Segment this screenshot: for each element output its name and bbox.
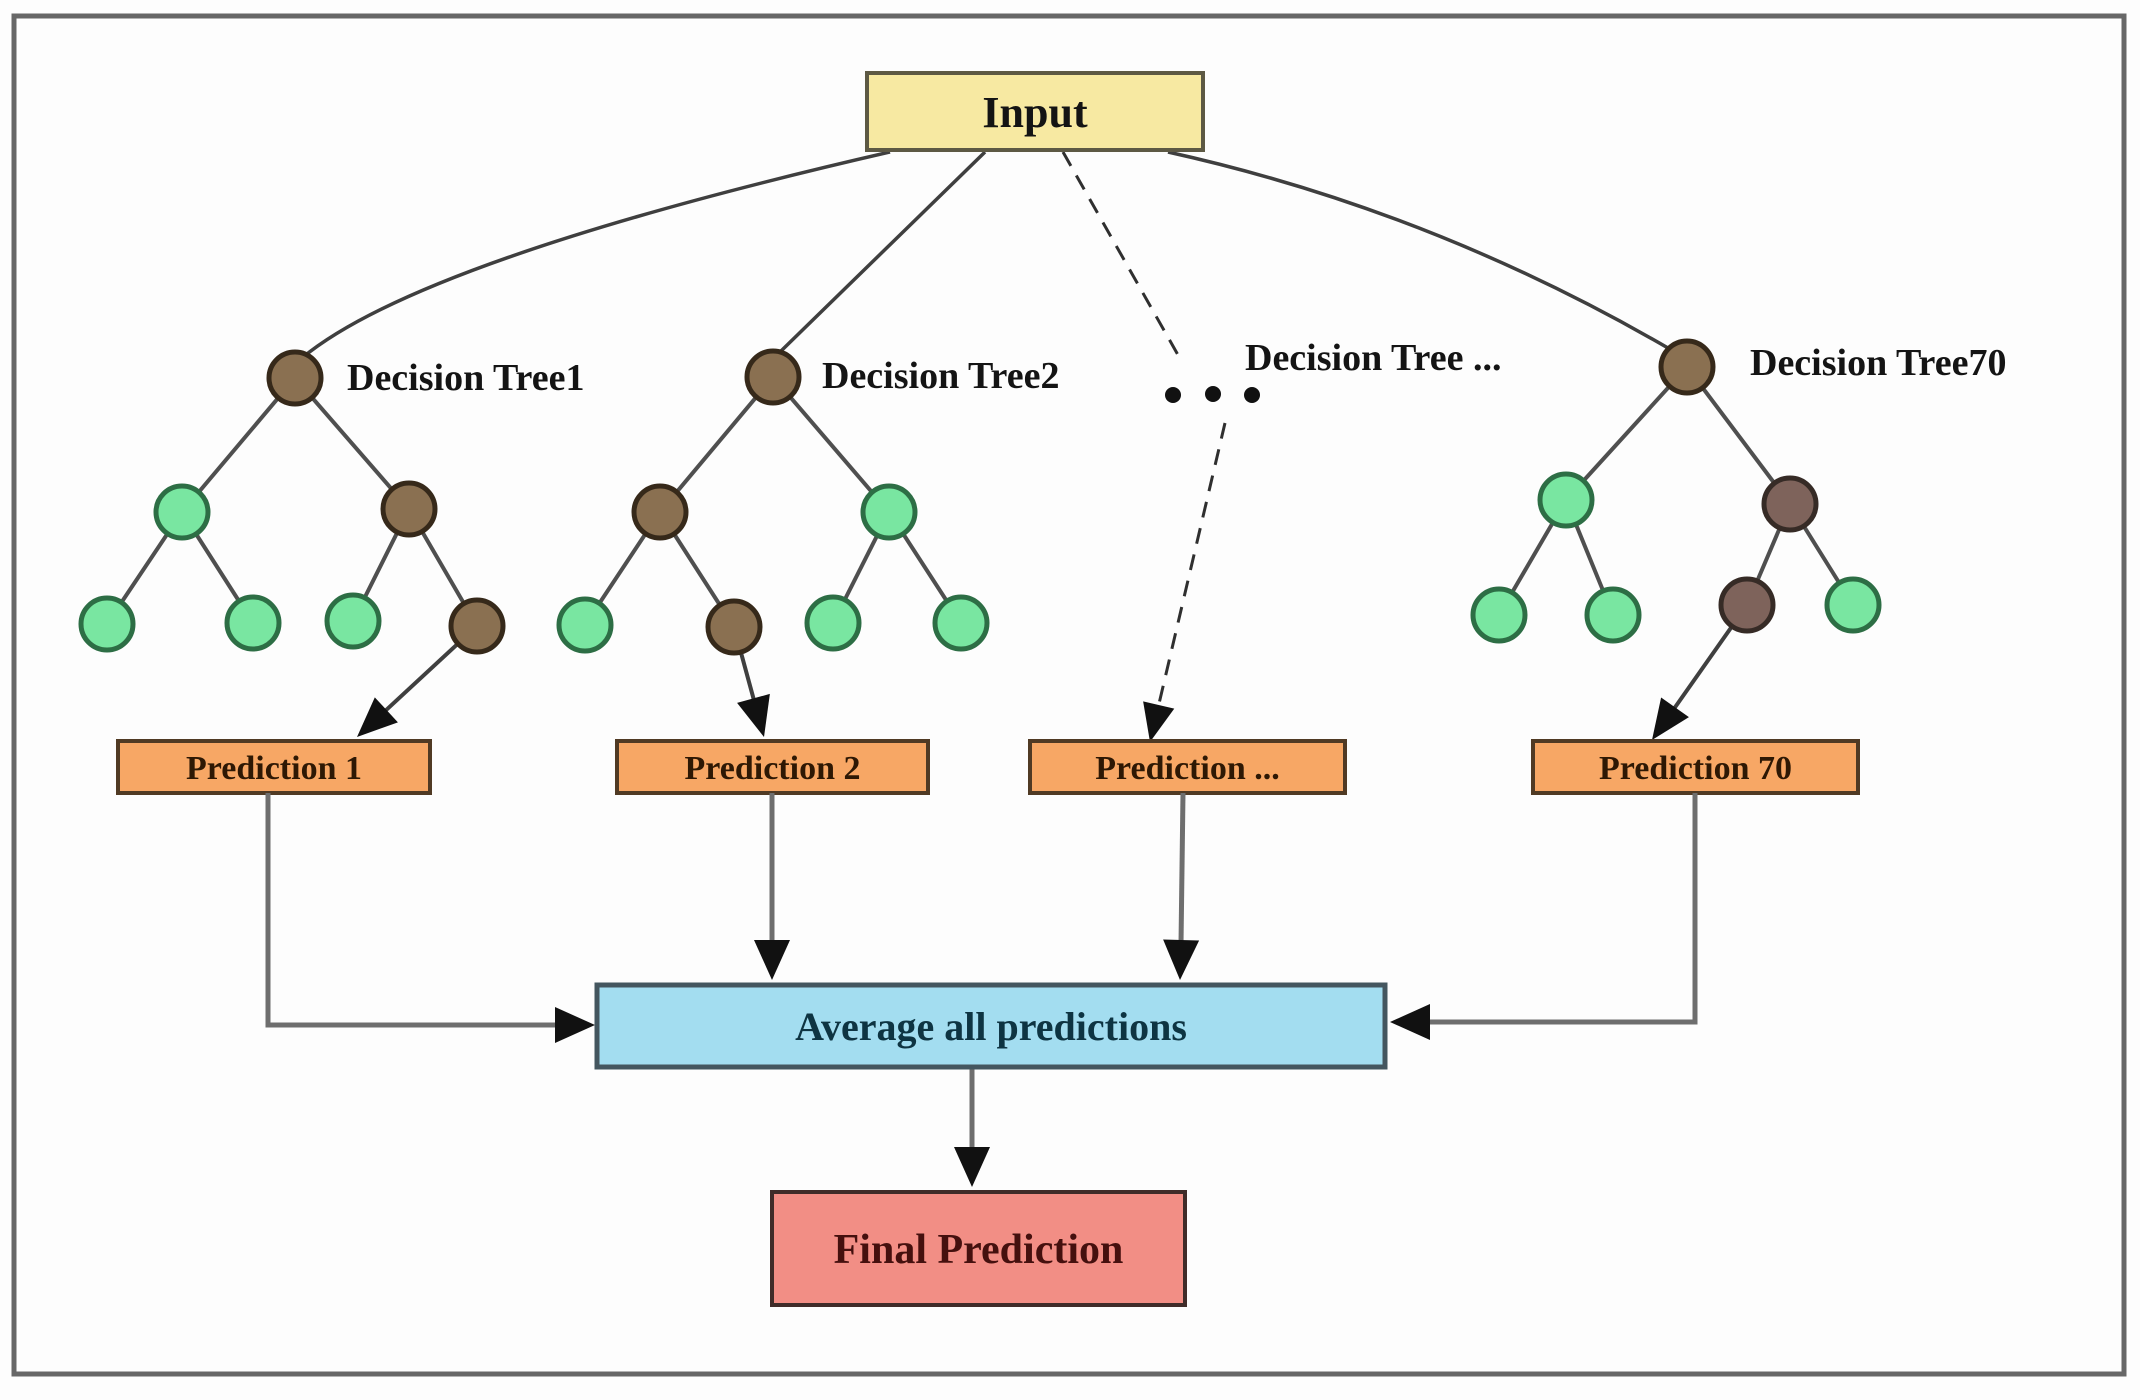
input-box	[865, 71, 1205, 152]
prediction-box-1	[116, 739, 432, 795]
connector-prediction1-to-average	[265, 793, 559, 1028]
tree-2-node-5-green	[804, 594, 862, 652]
connector-average-to-final-arrowhead-icon	[954, 1147, 990, 1187]
tree-70-node-5-taupe	[1718, 576, 1776, 634]
tree-1-node-2-brown	[380, 480, 438, 538]
tree-70-node-2-taupe	[1761, 475, 1819, 533]
tree-1-arrowhead-icon	[357, 697, 398, 737]
tree-2-label: Decision Tree2	[822, 355, 1059, 397]
tree-70-node-3-green	[1470, 586, 1528, 644]
ellipsis-dot-2	[1205, 386, 1221, 402]
tree-70-edge	[1564, 365, 1689, 502]
prediction-label-2: Prediction 2	[685, 750, 861, 787]
dashed-edge-input-to-ellipsis	[1061, 151, 1184, 363]
tree-1-edge	[180, 376, 297, 514]
tree-70-label: Decision Tree70	[1750, 342, 2006, 384]
tree-ellipsis-label: Decision Tree ...	[1245, 337, 1501, 379]
tree-1-node-4-green	[224, 594, 282, 652]
tree-70-arrowhead-icon	[1652, 697, 1689, 740]
tree-2-edge	[771, 375, 891, 514]
tree-2-node-1-brown	[631, 483, 689, 541]
prediction-box-4	[1531, 739, 1860, 795]
prediction-box-2	[615, 739, 930, 795]
prediction-label-1: Prediction 1	[186, 750, 362, 787]
final-label: Final Prediction	[834, 1227, 1124, 1273]
ellipsis-dot-3	[1244, 387, 1260, 403]
tree-1-edge	[293, 376, 411, 511]
connector-prediction70-to-average	[1426, 793, 1698, 1025]
tree-2-node-4-brown	[705, 598, 763, 656]
tree-1-label: Decision Tree1	[347, 357, 584, 399]
edge-input-to-tree70	[1167, 150, 1669, 350]
ellipsis-dot-1	[1165, 387, 1181, 403]
tree-2-node-6-green	[932, 594, 990, 652]
prediction-label-3: Prediction ...	[1095, 750, 1279, 787]
tree-2-edge	[658, 375, 775, 514]
tree-70-node-0-brown	[1658, 338, 1716, 396]
connector-prediction70-to-average-arrowhead-icon	[1390, 1004, 1430, 1040]
edge-input-to-tree2	[778, 150, 987, 354]
dashed-arrowhead-icon	[1143, 701, 1175, 742]
tree-2-node-3-green	[556, 596, 614, 654]
connector-prediction1-to-average-arrowhead-icon	[555, 1007, 595, 1043]
input-label: Input	[982, 88, 1088, 137]
dashed-edge-ellipsis-to-prediction	[1155, 422, 1227, 714]
tree-2-arrowhead-icon	[737, 693, 770, 737]
tree-1-node-0-brown	[266, 349, 324, 407]
prediction-box-3	[1028, 739, 1347, 795]
connector-prediction-ellipsis-to-average-arrowhead-icon	[1163, 939, 1200, 980]
connector-prediction2-to-average-arrowhead-icon	[754, 940, 790, 980]
tree-2-node-0-brown	[744, 348, 802, 406]
final-box	[770, 1190, 1187, 1307]
average-label: Average all predictions	[795, 1004, 1187, 1049]
tree-70-edge	[1685, 365, 1792, 506]
connector-prediction-ellipsis-to-average	[1178, 792, 1186, 945]
outer-frame	[11, 13, 2127, 1377]
tree-1-node-6-brown	[448, 597, 506, 655]
average-box	[594, 982, 1388, 1070]
tree-1-node-3-green	[78, 595, 136, 653]
tree-70-node-1-green	[1537, 471, 1595, 529]
edge-input-to-tree1	[300, 150, 891, 360]
tree-70-node-4-green	[1584, 586, 1642, 644]
tree-1-node-5-green	[324, 592, 382, 650]
tree-2-node-2-green	[860, 483, 918, 541]
tree-1-node-1-green	[153, 483, 211, 541]
prediction-label-4: Prediction 70	[1599, 750, 1792, 787]
tree-70-node-6-green	[1824, 576, 1882, 634]
